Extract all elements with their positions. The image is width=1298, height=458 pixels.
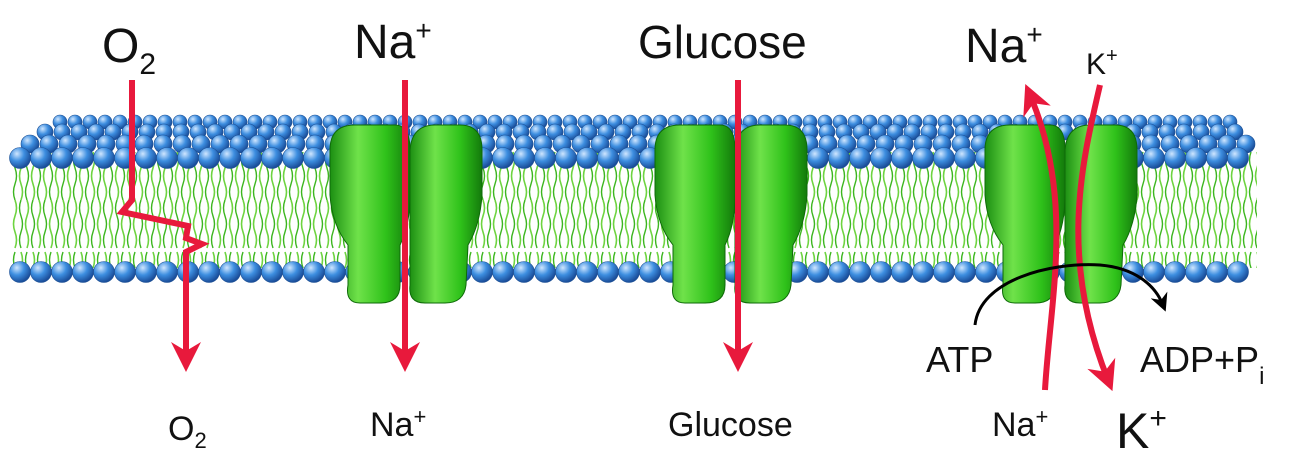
lipid-head bbox=[619, 262, 640, 283]
lipid-head bbox=[955, 262, 976, 283]
lipid-head bbox=[115, 262, 136, 283]
lipid-head bbox=[1207, 262, 1228, 283]
lipid-head bbox=[514, 262, 535, 283]
lipid-head bbox=[1144, 262, 1165, 283]
lipid-head bbox=[283, 262, 304, 283]
lipid-head bbox=[1186, 148, 1207, 169]
lipid-head bbox=[157, 148, 178, 169]
lipid-head bbox=[31, 262, 52, 283]
lipid-head bbox=[934, 148, 955, 169]
lipid-head bbox=[10, 262, 31, 283]
na-bottom-label: Na+ bbox=[370, 404, 426, 444]
lipid-head bbox=[52, 262, 73, 283]
lipid-head bbox=[913, 148, 934, 169]
glucose-bottom-label: Glucose bbox=[668, 406, 793, 444]
lipid-head bbox=[1165, 262, 1186, 283]
pump-na-bottom-label: Na+ bbox=[992, 404, 1048, 444]
lipid-head bbox=[1165, 148, 1186, 169]
lipid-head bbox=[577, 262, 598, 283]
lipid-head bbox=[73, 262, 94, 283]
lipid-head bbox=[199, 262, 220, 283]
lipid-head bbox=[955, 148, 976, 169]
lipid-head bbox=[262, 262, 283, 283]
lipid-head bbox=[829, 148, 850, 169]
lipid-head bbox=[136, 148, 157, 169]
lipid-head bbox=[934, 262, 955, 283]
lipid-head bbox=[262, 148, 283, 169]
lipid-head bbox=[1228, 262, 1249, 283]
lipid-head bbox=[556, 262, 577, 283]
glucose-top-label: Glucose bbox=[638, 16, 807, 68]
lipid-head bbox=[31, 148, 52, 169]
lipid-head bbox=[619, 148, 640, 169]
lipid-head bbox=[640, 262, 661, 283]
lipid-head bbox=[493, 148, 514, 169]
lipid-head bbox=[892, 148, 913, 169]
lipid-head bbox=[850, 262, 871, 283]
lipid-head bbox=[976, 262, 997, 283]
lipid-head bbox=[1186, 262, 1207, 283]
lipid-head bbox=[304, 148, 325, 169]
lipid-head bbox=[220, 148, 241, 169]
lipid-head bbox=[535, 148, 556, 169]
lipid-head bbox=[10, 148, 31, 169]
lipid-head bbox=[1144, 148, 1165, 169]
lipid-head bbox=[1207, 148, 1228, 169]
lipid-head bbox=[94, 148, 115, 169]
lipid-head bbox=[829, 262, 850, 283]
lipid-head bbox=[892, 262, 913, 283]
lipid-head bbox=[535, 262, 556, 283]
lipid-head bbox=[598, 262, 619, 283]
lipid-head bbox=[871, 148, 892, 169]
lipid-head bbox=[241, 262, 262, 283]
lipid-head bbox=[304, 262, 325, 283]
lipid-head bbox=[283, 148, 304, 169]
lipid-head bbox=[871, 262, 892, 283]
atp-label: ATP bbox=[926, 339, 993, 380]
lipid-head bbox=[472, 262, 493, 283]
lipid-head bbox=[577, 148, 598, 169]
pump-k-bottom-label: K+ bbox=[1116, 402, 1167, 458]
lipid-head bbox=[157, 262, 178, 283]
lipid-head bbox=[808, 262, 829, 283]
lipid-head bbox=[598, 148, 619, 169]
pump-na-top-label: Na+ bbox=[965, 19, 1043, 73]
lipid-head bbox=[178, 148, 199, 169]
pump-k-top-label: K+ bbox=[1086, 45, 1118, 81]
lipid-head bbox=[808, 148, 829, 169]
lipid-head bbox=[199, 148, 220, 169]
lipid-head bbox=[556, 148, 577, 169]
lipid-head bbox=[850, 148, 871, 169]
lipid-head bbox=[73, 148, 94, 169]
lipid-head bbox=[94, 262, 115, 283]
lipid-head bbox=[1228, 148, 1249, 169]
lipid-head bbox=[220, 262, 241, 283]
lipid-head bbox=[514, 148, 535, 169]
o2-top-label: O2 bbox=[102, 20, 156, 81]
lower-lipid-heads bbox=[10, 262, 1249, 283]
lipid-head bbox=[913, 262, 934, 283]
lipid-head bbox=[493, 262, 514, 283]
adp-pi-label: ADP+Pi bbox=[1140, 339, 1264, 390]
lipid-head bbox=[136, 262, 157, 283]
lipid-head bbox=[325, 262, 346, 283]
o2-bottom-label: O2 bbox=[168, 410, 207, 453]
lipid-head bbox=[241, 148, 262, 169]
lipid-head bbox=[52, 148, 73, 169]
na-top-label: Na+ bbox=[354, 15, 432, 69]
